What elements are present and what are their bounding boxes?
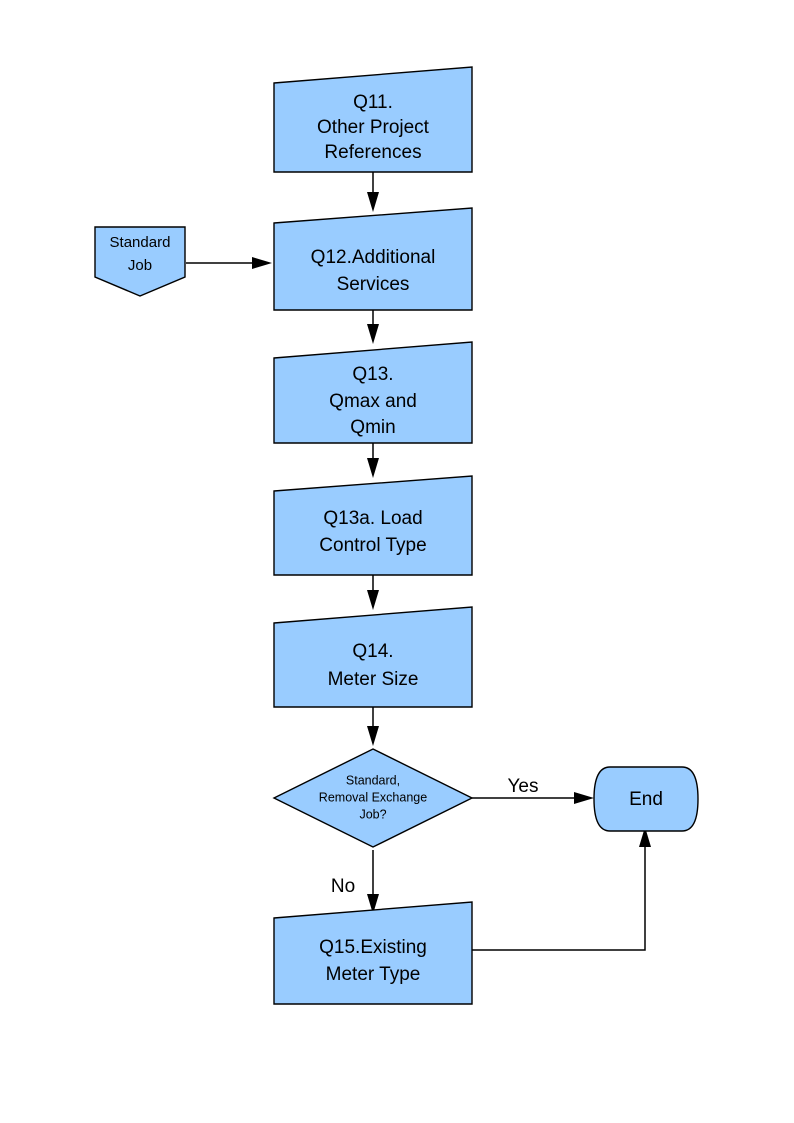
edge-q15-to-end — [472, 827, 651, 951]
arrow-head-icon — [367, 726, 379, 746]
node-q15[interactable]: Q15.Existing Meter Type — [273, 901, 473, 1005]
node-end-shape[interactable] — [593, 766, 699, 832]
edge-label-yes: Yes — [508, 776, 539, 797]
arrow-head-icon — [574, 792, 594, 804]
edge-decision-yes-to-end — [472, 792, 594, 804]
node-q14-line-2: Meter Size — [328, 669, 419, 690]
node-q13-shape[interactable] — [273, 341, 473, 444]
node-q15-line-2: Meter Type — [326, 964, 421, 985]
node-standard-job-line-2: Job — [128, 257, 152, 274]
arrow-head-icon — [367, 458, 379, 478]
node-q13-line-1: Q13. — [352, 364, 393, 385]
node-decision[interactable]: Standard, Removal Exchange Job? — [272, 748, 474, 848]
node-q12-line-1: Q12.Additional — [311, 247, 436, 268]
arrow-head-icon — [639, 827, 651, 847]
node-q11[interactable]: Q11. Other Project References — [273, 66, 473, 173]
edge-standardjob-to-q12 — [186, 257, 272, 269]
node-q14[interactable]: Q14. Meter Size — [273, 606, 473, 708]
node-standard-job[interactable]: Standard Job — [94, 226, 186, 297]
edge-line — [472, 840, 646, 951]
node-q14-line-1: Q14. — [352, 641, 393, 662]
node-q14-shape[interactable] — [273, 606, 473, 708]
edge-decision-no-to-q15 — [367, 850, 379, 914]
node-q11-line-3: References — [324, 142, 421, 163]
arrow-head-icon — [367, 894, 379, 914]
node-q12[interactable]: Q12.Additional Services — [273, 207, 473, 311]
arrow-head-icon — [367, 590, 379, 610]
node-standard-job-shape[interactable] — [94, 226, 186, 297]
node-standard-job-line-1: Standard — [110, 234, 171, 251]
node-end[interactable]: End — [593, 766, 699, 832]
arrow-head-icon — [367, 324, 379, 344]
node-q13a-line-2: Control Type — [319, 535, 426, 556]
node-q11-line-1: Q11. — [353, 92, 393, 113]
node-q13a[interactable]: Q13a. Load Control Type — [273, 475, 473, 576]
arrow-head-icon — [252, 257, 272, 269]
node-decision-line-3: Job? — [359, 807, 386, 821]
node-q13-line-2: Qmax and — [329, 391, 417, 412]
arrow-head-icon — [367, 192, 379, 212]
node-q12-shape[interactable] — [273, 207, 473, 311]
edge-q13-to-q13a — [367, 443, 379, 478]
node-q11-line-2: Other Project — [317, 117, 430, 138]
node-q13-line-3: Qmin — [350, 417, 395, 438]
edge-q11-to-q12 — [367, 172, 379, 212]
node-q15-shape[interactable] — [273, 901, 473, 1005]
edge-q12-to-q13 — [367, 310, 379, 344]
node-q13[interactable]: Q13. Qmax and Qmin — [273, 341, 473, 444]
node-q11-shape[interactable] — [273, 66, 473, 173]
edge-label-no: No — [331, 876, 355, 897]
node-decision-line-1: Standard, — [346, 773, 400, 787]
node-q13a-shape[interactable] — [273, 475, 473, 576]
node-q15-line-1: Q15.Existing — [319, 937, 427, 958]
node-decision-shape[interactable] — [272, 748, 474, 848]
node-q12-line-2: Services — [337, 274, 410, 295]
node-end-label: End — [629, 789, 663, 810]
node-q13a-line-1: Q13a. Load — [323, 508, 422, 529]
edge-q14-to-decision — [367, 707, 379, 746]
edge-q13a-to-q14 — [367, 575, 379, 610]
node-decision-line-2: Removal Exchange — [319, 790, 427, 804]
